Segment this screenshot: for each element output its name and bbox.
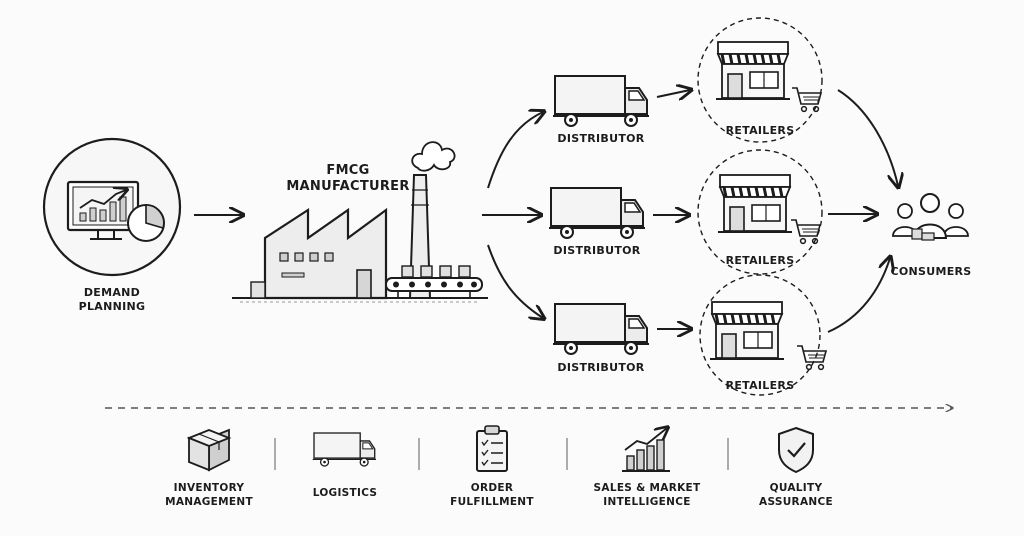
factory-icon bbox=[232, 141, 488, 303]
bar-label-line1: INVENTORY bbox=[173, 482, 245, 494]
bar-label-logistics: LOGISTICS bbox=[313, 486, 378, 500]
demand-label-line1: DEMAND bbox=[83, 286, 141, 299]
bar-label-line1: SALES & MARKET bbox=[593, 482, 701, 494]
bar-label-line2: INTELLIGENCE bbox=[603, 496, 691, 508]
retailers-ring-top bbox=[697, 17, 823, 143]
clipboard-checklist-icon bbox=[476, 425, 508, 472]
distributor-label-top: DISTRIBUTOR bbox=[557, 132, 645, 145]
bar-label-inventory: INVENTORY MANAGEMENT bbox=[165, 481, 253, 509]
cart-icon-top bbox=[791, 87, 822, 113]
bar-label-line1: ORDER bbox=[470, 482, 514, 494]
arrow-retailers-bot-to-consumers bbox=[827, 258, 890, 333]
consumers-group-icon bbox=[892, 193, 969, 241]
bar-label-sales: SALES & MARKET INTELLIGENCE bbox=[594, 481, 701, 509]
bar-label-line2: ASSURANCE bbox=[759, 496, 833, 508]
truck-icon-bottom bbox=[312, 432, 377, 467]
bar-chart-icon bbox=[622, 428, 670, 472]
retailers-label-bot: RETAILERS bbox=[725, 379, 795, 392]
store-icon-bot bbox=[708, 300, 786, 361]
bar-label-line2: FULFILLMENT bbox=[450, 496, 534, 508]
retailers-ring-mid bbox=[697, 149, 823, 275]
bar-label-line1: QUALITY bbox=[769, 482, 823, 494]
manufacturer-label-line1: FMCG bbox=[326, 163, 370, 178]
bar-label-order: ORDER FULFILLMENT bbox=[450, 481, 534, 509]
arrow-manufacturer-to-distributor-top bbox=[487, 112, 543, 189]
store-icon-top bbox=[714, 40, 792, 101]
truck-icon-mid bbox=[548, 187, 646, 239]
distributor-label-bot: DISTRIBUTOR bbox=[557, 361, 645, 374]
manufacturer-label-line2: MANUFACTURER bbox=[286, 179, 410, 194]
truck-icon-bot bbox=[552, 303, 650, 355]
consumers-label: CONSUMERS bbox=[890, 265, 972, 278]
retailers-label-mid: RETAILERS bbox=[725, 254, 795, 267]
cart-icon-bot bbox=[796, 345, 827, 371]
monitor-chart-icon bbox=[66, 180, 140, 240]
pie-chart-icon bbox=[127, 204, 165, 242]
arrow-distributor-to-retailers-top bbox=[656, 90, 690, 97]
shield-check-icon bbox=[778, 426, 814, 474]
demand-planning-node bbox=[42, 137, 182, 277]
demand-label-line2: PLANNING bbox=[78, 300, 146, 313]
truck-icon-top bbox=[552, 75, 650, 127]
bar-label-quality: QUALITY ASSURANCE bbox=[759, 481, 833, 509]
bar-label-line1: LOGISTICS bbox=[312, 487, 378, 499]
distributor-label-mid: DISTRIBUTOR bbox=[553, 244, 641, 257]
demand-planning-label: DEMAND PLANNING bbox=[79, 286, 146, 314]
manufacturer-label: FMCG MANUFACTURER bbox=[286, 163, 409, 195]
arrow-manufacturer-to-distributor-bot bbox=[487, 244, 543, 318]
arrow-retailers-top-to-consumers bbox=[837, 89, 898, 186]
box-icon bbox=[186, 428, 232, 472]
retailers-ring-bot bbox=[699, 274, 821, 396]
bar-label-line2: MANAGEMENT bbox=[165, 496, 253, 508]
retailers-label-top: RETAILERS bbox=[725, 124, 795, 137]
store-icon-mid bbox=[716, 173, 794, 234]
